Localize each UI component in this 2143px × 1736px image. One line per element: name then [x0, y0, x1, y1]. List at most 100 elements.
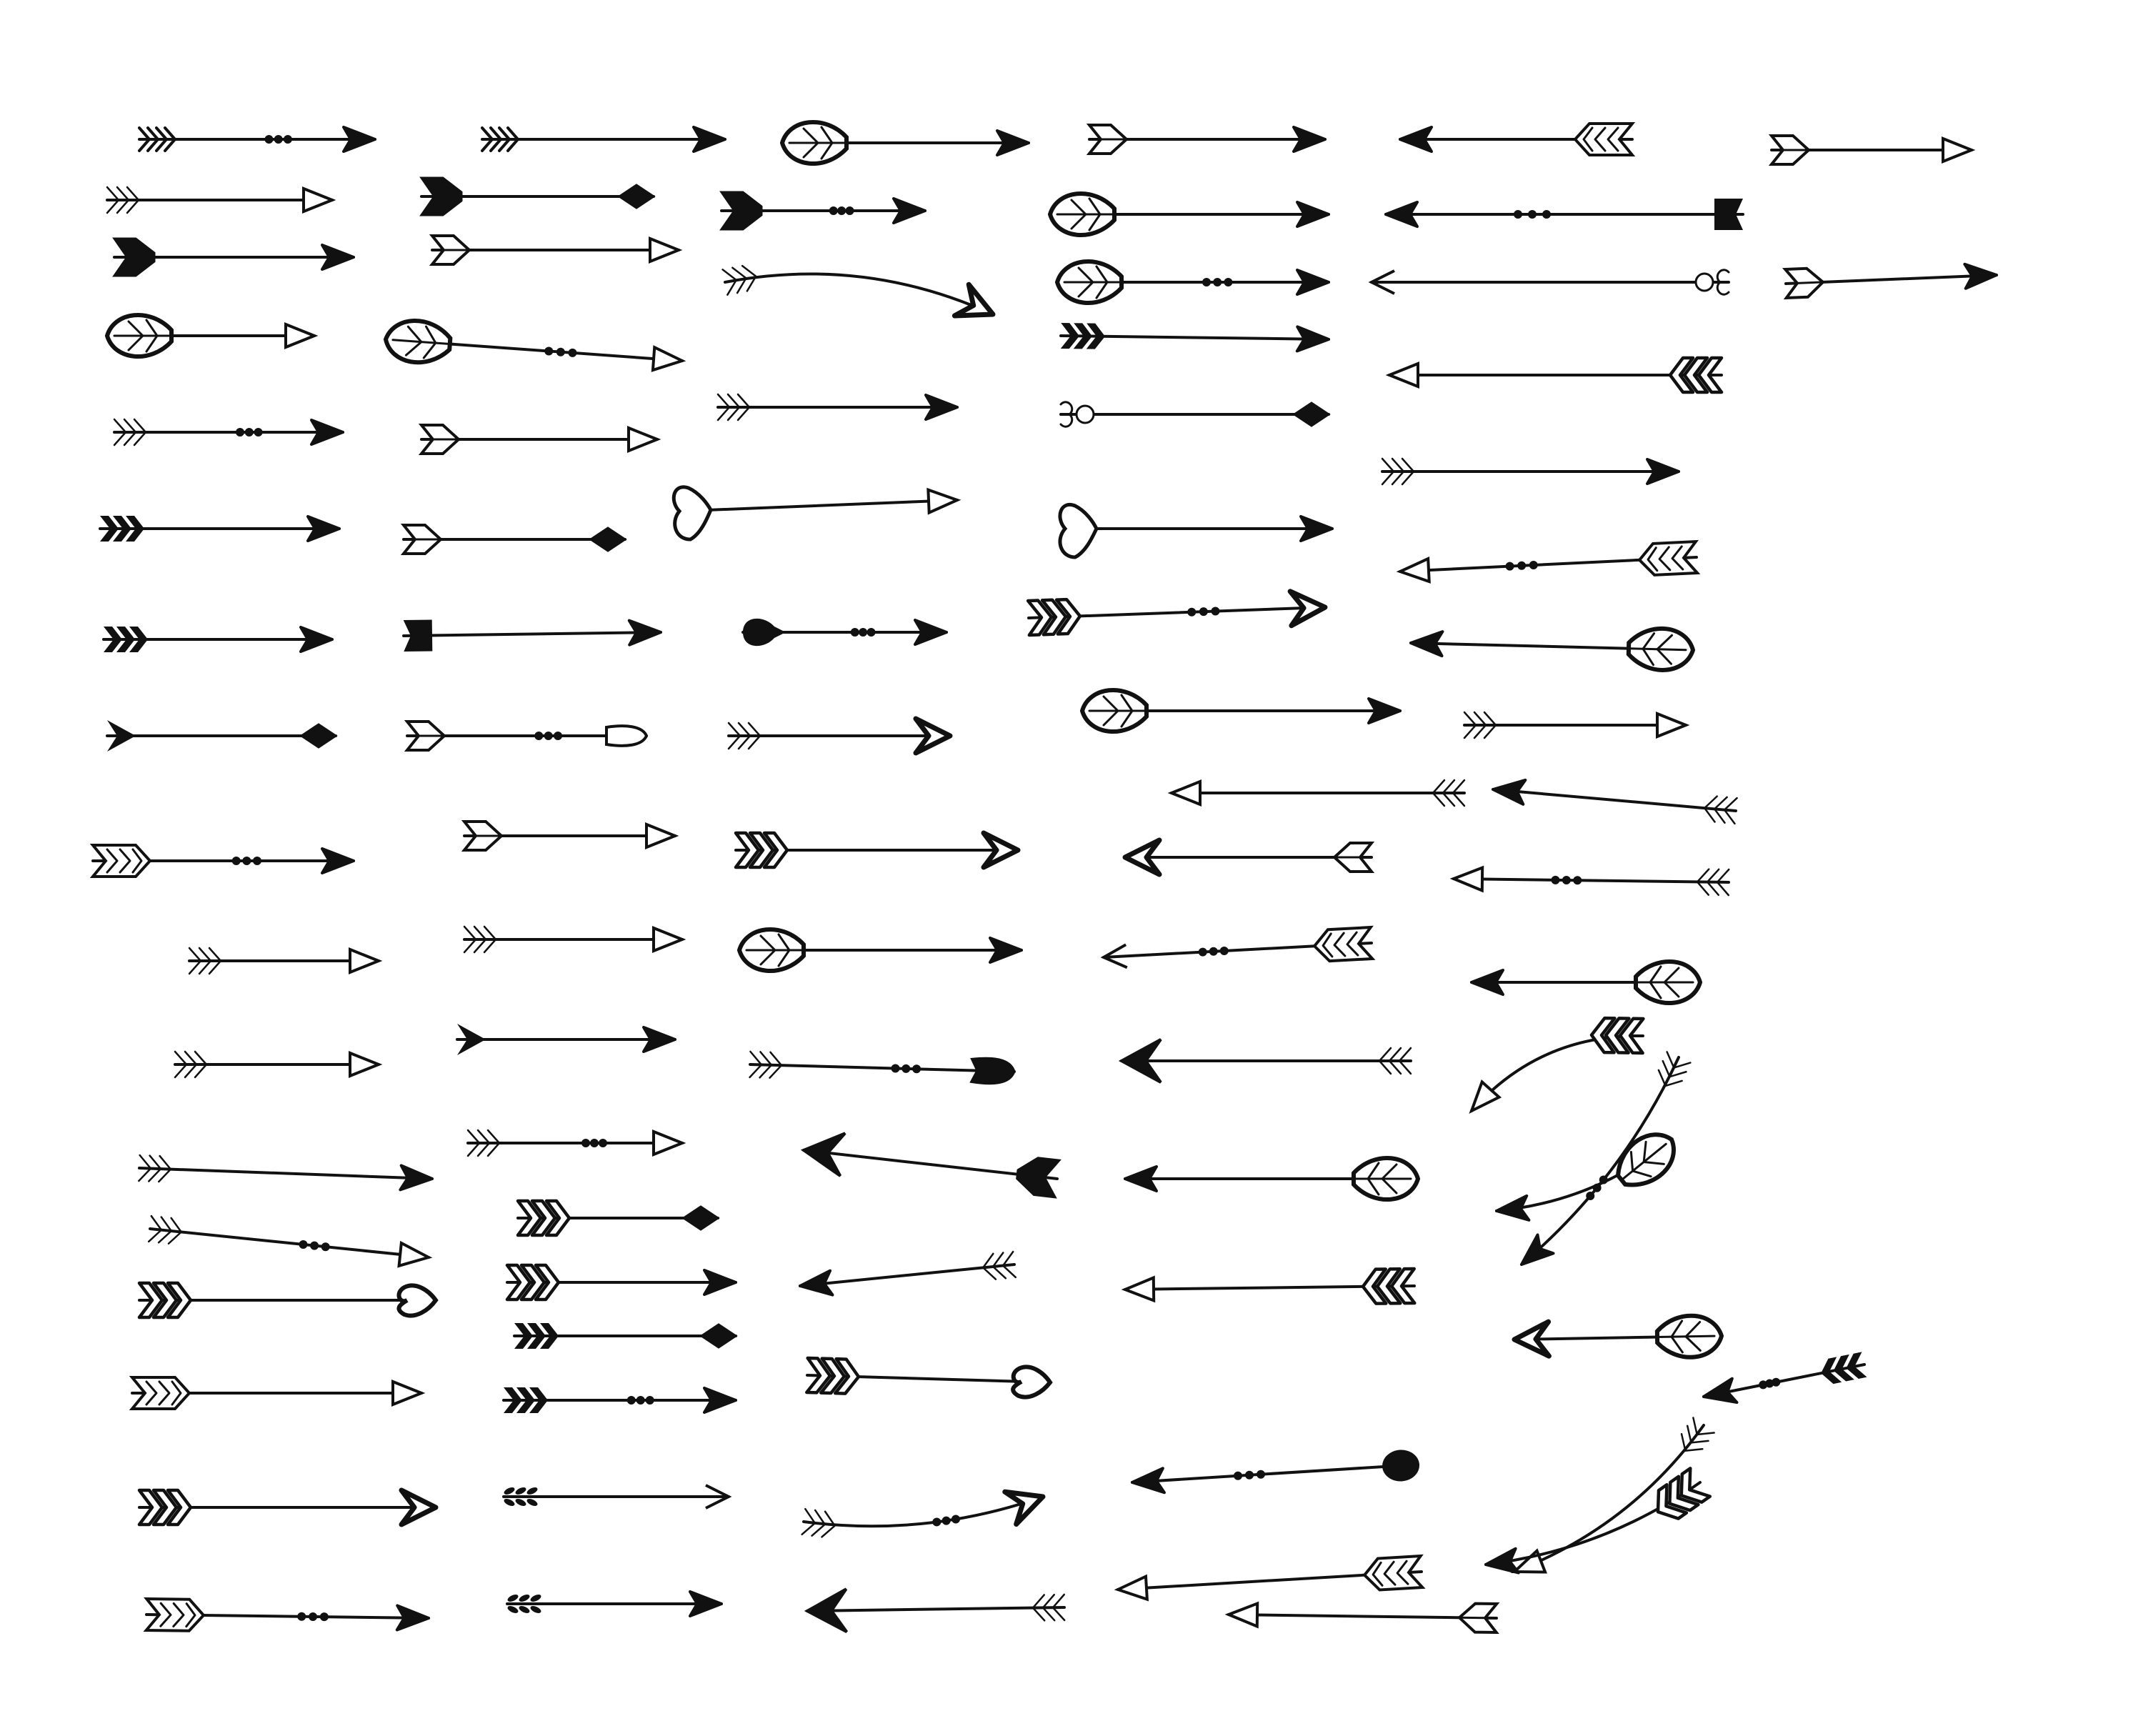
arrow-3	[112, 237, 355, 277]
arrow-fletching	[779, 120, 849, 166]
arrow-head	[1520, 1233, 1555, 1266]
arrow-head	[349, 1051, 383, 1078]
shaft-bead	[252, 857, 261, 865]
arrow-48	[805, 1356, 1053, 1400]
arrow-head	[321, 244, 355, 271]
arrow-fletching	[89, 844, 152, 878]
arrow-fletching	[1352, 1156, 1421, 1202]
shaft-bead	[1592, 1183, 1602, 1192]
arrow-55	[1059, 401, 1331, 428]
arrow-fletching	[113, 418, 147, 447]
arrow-head	[1299, 515, 1334, 542]
arrow-head	[310, 419, 344, 446]
arrow-head	[705, 1484, 732, 1510]
arrow-head	[1131, 1467, 1166, 1495]
arrow-fletching	[1634, 959, 1703, 1005]
arrow-50	[804, 1587, 1066, 1634]
arrow-shaft	[149, 1227, 430, 1259]
arrow-62	[1118, 1038, 1412, 1084]
arrow-head	[1495, 1194, 1531, 1222]
arrow-12	[138, 1154, 434, 1192]
shaft-bead	[283, 135, 292, 144]
shaft-bead	[299, 1240, 308, 1249]
shaft-bead	[1573, 876, 1582, 885]
shaft-bead	[236, 428, 244, 437]
arrow-8	[106, 720, 338, 752]
shaft-bead	[636, 1396, 645, 1405]
arrow-76	[1492, 778, 1738, 825]
arrow-fletching	[1680, 1417, 1715, 1452]
shaft-bead	[244, 428, 254, 437]
arrow-47	[799, 1250, 1017, 1297]
shaft-bead	[1257, 1470, 1265, 1479]
arrow-77	[1449, 865, 1730, 897]
arrow-67	[1224, 1601, 1500, 1635]
arrow-38	[721, 264, 996, 319]
arrow-fletching	[1589, 1016, 1645, 1055]
arrow-fletching	[981, 1250, 1017, 1280]
arrow-head	[1512, 1319, 1552, 1359]
arrow-head	[589, 527, 627, 552]
arrow-fletching	[1703, 795, 1738, 825]
arrow-1	[138, 126, 376, 153]
arrow-13	[147, 1214, 433, 1268]
arrow-65	[1131, 1450, 1420, 1495]
shaft-bead	[1219, 947, 1229, 955]
arrow-fletching	[129, 1376, 191, 1410]
shaft-bead	[1505, 562, 1514, 571]
arrow-head	[1656, 712, 1690, 739]
arrow-fletching	[112, 237, 156, 277]
arrow-head	[1396, 557, 1431, 584]
arrow-fletching	[1362, 1554, 1426, 1592]
arrow-head	[1118, 1038, 1162, 1084]
arrow-head	[652, 926, 686, 953]
arrow-head	[1942, 136, 1976, 164]
arrow-head	[1292, 401, 1331, 427]
arrow-fletching	[138, 126, 176, 152]
arrow-84	[1484, 1467, 1712, 1575]
arrow-head	[321, 847, 355, 874]
arrow-fletching	[1637, 539, 1701, 577]
arrow-fletching	[1060, 323, 1105, 349]
arrow-10	[188, 947, 383, 975]
arrow-19	[419, 176, 656, 216]
arrow-fletching	[481, 126, 519, 152]
arrow-head	[1409, 630, 1444, 658]
arrow-fletching	[719, 191, 763, 231]
arrow-40	[671, 485, 961, 542]
arrow-63	[1124, 1156, 1421, 1202]
arrow-25	[404, 720, 649, 752]
arrow-shaft	[1520, 1056, 1680, 1266]
shaft-bead	[1765, 1379, 1774, 1388]
shaft-bead	[544, 732, 553, 740]
arrow-18	[481, 126, 726, 153]
arrow-37	[719, 191, 926, 231]
arrow-head	[913, 716, 953, 756]
arrow-fletching	[1573, 122, 1636, 156]
arrow-fletching	[1463, 711, 1497, 739]
arrow-head	[1469, 1079, 1502, 1114]
shaft-bead	[321, 1242, 330, 1252]
arrow-fletching	[1058, 502, 1099, 559]
arrow-31	[505, 1263, 737, 1302]
shaft-bead	[1199, 607, 1208, 617]
shaft-bead	[297, 1612, 306, 1621]
arrow-fletching	[403, 619, 433, 652]
arrow-fletching	[716, 393, 751, 421]
shaft-bead	[859, 628, 868, 637]
shaft-bead	[274, 135, 283, 144]
arrow-66	[1114, 1554, 1426, 1602]
arrow-head	[969, 1057, 1016, 1085]
arrow-70	[1368, 269, 1730, 296]
shaft-bead	[1224, 278, 1233, 286]
arrow-head	[924, 394, 959, 421]
arrow-head	[1287, 589, 1328, 629]
arrow-head	[396, 1283, 439, 1318]
arrow-shaft	[1513, 1424, 1705, 1573]
arrow-head	[1296, 269, 1330, 296]
arrow-33	[502, 1387, 737, 1414]
arrow-head	[1492, 778, 1527, 806]
arrow-head	[1646, 458, 1680, 485]
arrow-59	[1167, 779, 1466, 807]
arrow-head	[1484, 1547, 1520, 1575]
